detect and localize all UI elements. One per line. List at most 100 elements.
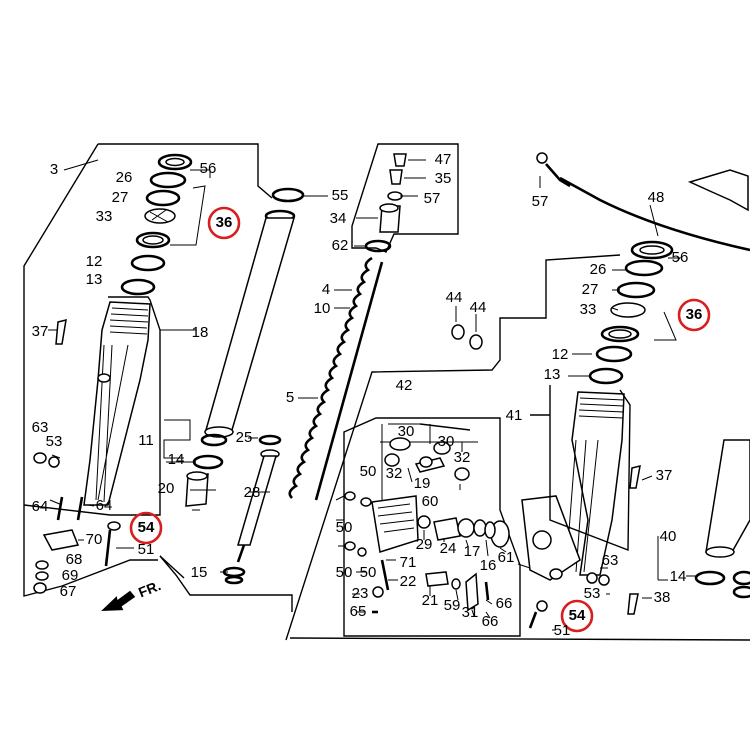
highlight-circle-54-left xyxy=(129,511,163,545)
part-label: 27 xyxy=(582,281,599,298)
part-label: 12 xyxy=(86,253,103,270)
part-label: 69 xyxy=(62,567,79,584)
part-label: 21 xyxy=(422,592,439,609)
part-label: 59 xyxy=(444,597,461,614)
part-label: 57 xyxy=(424,190,441,207)
part-label: 17 xyxy=(464,543,481,560)
part-label: 38 xyxy=(654,589,671,606)
part-label: 5 xyxy=(286,389,294,406)
part-label: 41 xyxy=(506,407,523,424)
left-top-stack xyxy=(120,153,211,296)
part-label: 64 xyxy=(32,498,49,515)
part-label: 56 xyxy=(672,249,689,266)
part-label: 19 xyxy=(414,475,431,492)
right-group-border xyxy=(285,254,750,641)
part-label: 50 xyxy=(360,564,377,581)
part-number-labels: 3 26 56 27 33 36 12 13 37 18 63 53 64 64… xyxy=(32,151,703,639)
part-label: 11 xyxy=(138,432,154,449)
part-label: 48 xyxy=(648,189,665,206)
part-label: 71 xyxy=(400,554,417,571)
left-group-border xyxy=(23,143,293,612)
right-fork-slider xyxy=(521,391,641,629)
part-label: 14 xyxy=(168,451,185,468)
front-direction-arrow: FR. xyxy=(101,577,163,612)
part-label: 54 xyxy=(138,519,155,536)
bushings xyxy=(451,306,483,350)
caliper-parts xyxy=(335,423,510,619)
part-label: 28 xyxy=(244,484,261,501)
highlight-circle-54-right xyxy=(560,599,594,633)
left-lower-small-parts xyxy=(33,318,134,594)
part-label: 37 xyxy=(656,467,673,484)
part-label: 60 xyxy=(422,493,439,510)
part-label: 13 xyxy=(86,271,103,288)
part-label: 66 xyxy=(482,613,499,630)
part-label: 29 xyxy=(416,536,433,553)
part-label: 44 xyxy=(446,289,463,306)
highlight-circle-36-right xyxy=(677,298,711,332)
part-label: 40 xyxy=(660,528,677,545)
part-label: 63 xyxy=(32,419,49,436)
part-label: 70 xyxy=(86,531,103,548)
part-label: 56 xyxy=(200,160,217,177)
part-label: 62 xyxy=(332,237,349,254)
part-label: 53 xyxy=(584,585,601,602)
part-label: 44 xyxy=(470,299,487,316)
part-label: 54 xyxy=(569,607,586,624)
part-label: 16 xyxy=(480,557,497,574)
part-label: 32 xyxy=(454,449,471,466)
fork-spring xyxy=(288,256,373,499)
part-label: 34 xyxy=(330,210,347,227)
brake-hose xyxy=(559,176,750,252)
part-label: 25 xyxy=(236,429,253,446)
part-label: 18 xyxy=(192,324,209,341)
part-label: 33 xyxy=(96,208,113,225)
part-label: 23 xyxy=(352,585,369,602)
part-label: 31 xyxy=(462,604,479,621)
part-label: 4 xyxy=(322,281,330,298)
part-label: 42 xyxy=(396,377,413,394)
part-label: 15 xyxy=(191,564,208,581)
part-label: 55 xyxy=(332,187,349,204)
part-label: 3 xyxy=(50,161,58,178)
fork-cap-box xyxy=(351,143,459,253)
right-top-stack xyxy=(568,240,682,385)
part-label: 35 xyxy=(435,170,452,187)
part-label: 32 xyxy=(386,465,403,482)
part-label: 13 xyxy=(544,366,561,383)
part-label: 47 xyxy=(435,151,452,168)
highlight-circle-36-left xyxy=(207,206,241,240)
fork-tube-assembly xyxy=(185,187,305,585)
part-label: 50 xyxy=(336,564,353,581)
part-label: 68 xyxy=(66,551,83,568)
part-label: 64 xyxy=(96,497,113,514)
part-label: 20 xyxy=(158,480,175,497)
part-label: 36 xyxy=(686,306,703,323)
right-slider-box xyxy=(530,385,631,552)
left-fork-slider xyxy=(83,301,151,506)
part-label: 10 xyxy=(314,300,331,317)
part-label: 61 xyxy=(498,549,515,566)
right-fork-tube xyxy=(686,439,750,599)
part-label: 50 xyxy=(360,463,377,480)
part-label: 24 xyxy=(440,540,457,557)
part-label: 57 xyxy=(532,193,549,210)
part-label: 51 xyxy=(138,541,155,558)
part-label: 22 xyxy=(400,573,417,590)
part-label: 33 xyxy=(580,301,597,318)
part-label: 51 xyxy=(554,622,571,639)
part-label: 65 xyxy=(350,603,367,620)
part-label: 67 xyxy=(60,583,77,600)
part-label: 63 xyxy=(602,552,619,569)
part-label: 30 xyxy=(398,423,415,440)
part-label: 66 xyxy=(496,595,513,612)
part-label: 53 xyxy=(46,433,63,450)
part-label: 26 xyxy=(590,261,607,278)
part-label: 36 xyxy=(216,214,233,231)
part-label: 12 xyxy=(552,346,569,363)
part-label: 50 xyxy=(336,519,353,536)
part-label: 14 xyxy=(670,568,687,585)
part-label: 27 xyxy=(112,189,129,206)
part-label: 26 xyxy=(116,169,133,186)
